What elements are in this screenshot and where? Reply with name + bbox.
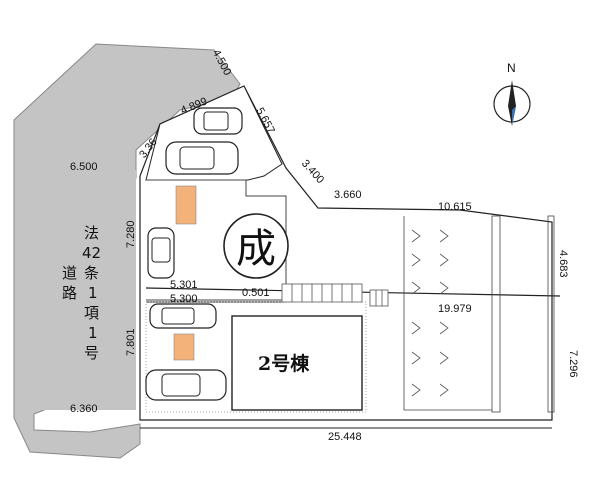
car-left-vertical xyxy=(147,227,175,279)
dim-3660: 3.660 xyxy=(334,189,362,201)
svg-text:N: N xyxy=(507,61,516,75)
dim-3400: 3.400 xyxy=(299,158,326,186)
north-compass: N xyxy=(493,61,531,126)
car-top xyxy=(193,107,243,135)
dim-6500: 6.500 xyxy=(70,161,98,173)
parking-marker-lower xyxy=(173,333,195,361)
svg-text:1: 1 xyxy=(88,324,98,342)
svg-text:道: 道 xyxy=(62,264,77,282)
svg-text:42: 42 xyxy=(82,244,101,262)
building-2-label: 2号棟 xyxy=(258,352,310,375)
svg-text:項: 項 xyxy=(84,304,99,322)
right-slots xyxy=(403,215,555,413)
dim-6360: 6.360 xyxy=(70,403,98,415)
dim-0501: 0.501 xyxy=(242,287,270,299)
svg-text:条: 条 xyxy=(84,264,99,282)
completed-stamp: 成 xyxy=(223,213,289,279)
dim-25448: 25.448 xyxy=(328,431,362,443)
svg-text:号: 号 xyxy=(84,344,99,362)
svg-text:1: 1 xyxy=(88,284,98,302)
stairs xyxy=(281,283,389,307)
dim-7801: 7.801 xyxy=(125,328,137,356)
car-middle xyxy=(149,303,217,329)
dim-10615: 10.615 xyxy=(438,201,472,213)
dim-7280: 7.280 xyxy=(125,220,137,248)
dim-19979: 19.979 xyxy=(438,303,472,315)
building-2-footprint xyxy=(231,315,363,411)
dim-4683: 4.683 xyxy=(557,250,569,278)
parking-marker-upper xyxy=(175,185,197,225)
car-upper-diag xyxy=(165,141,239,175)
dim-5301: 5.301 xyxy=(170,279,198,291)
lot1-boundary xyxy=(146,179,287,301)
car-bottom xyxy=(145,369,227,401)
road-label: 法 42 条 1 項 1 号 道 路 xyxy=(62,224,101,362)
svg-text:法: 法 xyxy=(84,224,99,242)
svg-text:成: 成 xyxy=(236,226,276,272)
road-band xyxy=(38,170,136,410)
svg-text:路: 路 xyxy=(62,284,77,302)
dim-7296: 7.296 xyxy=(567,350,579,378)
dim-5300: 5.300 xyxy=(170,293,198,305)
